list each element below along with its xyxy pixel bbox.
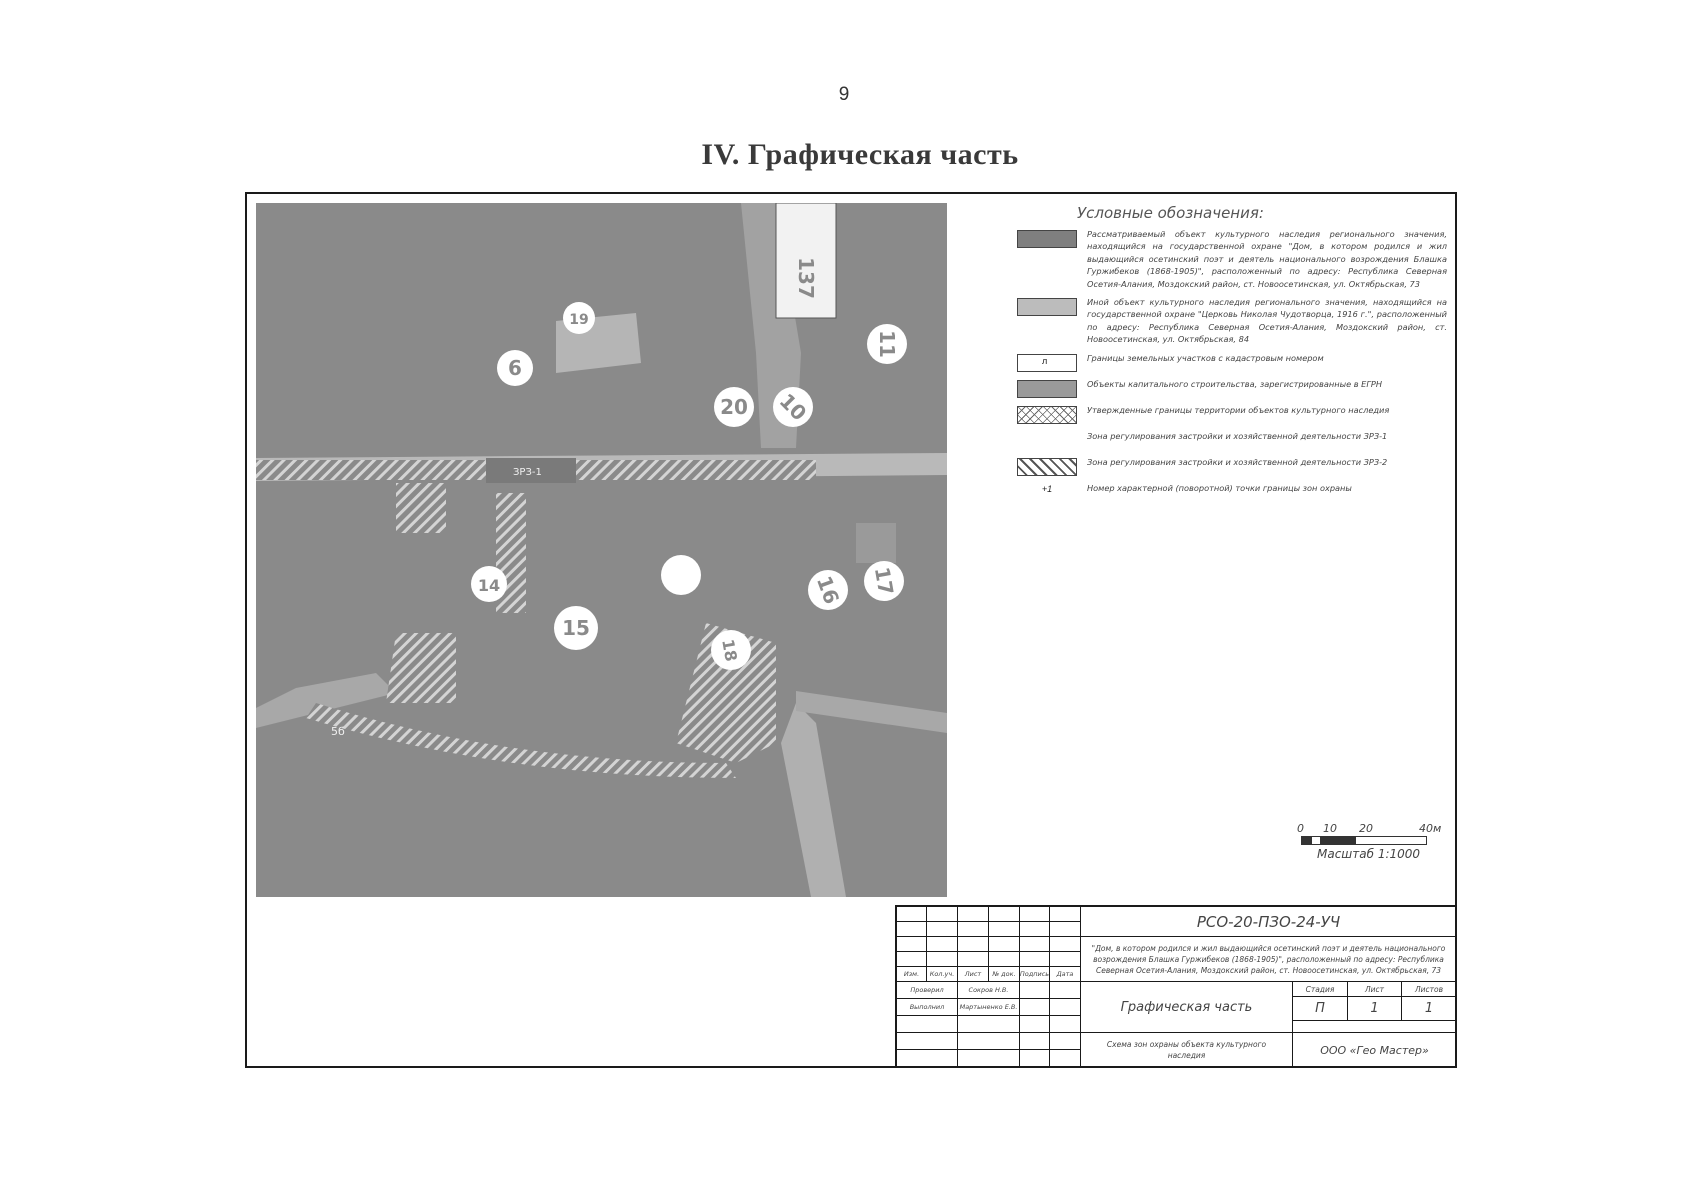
drawing-sheet: 137 11 6 19 20 10 16 17 14 15 18 5б ЗРЗ-… [245, 192, 1457, 1068]
legend-item: л Границы земельных участков с кадастров… [1017, 352, 1447, 372]
stage-header: Стадия [1293, 982, 1348, 997]
doc-code: РСО-20-ПЗО-24-УЧ [1081, 907, 1457, 937]
legend-swatch-buildings [1017, 379, 1077, 398]
stamp-col-header: Дата [1050, 967, 1081, 982]
zone-label: ЗРЗ-1 [513, 467, 542, 478]
legend-text: Объекты капитального строительства, заре… [1087, 378, 1382, 389]
legend-swatch-parcel: л [1017, 353, 1077, 372]
map-label-20: 20 [720, 395, 748, 419]
scale-tick: 40м [1419, 822, 1442, 835]
scale-tick: 0 [1297, 822, 1304, 835]
map-label-6: 6 [508, 356, 522, 380]
page-number: 9 [838, 84, 850, 105]
stamp-person: Мартыненко Е.В. [958, 999, 1020, 1016]
legend: Условные обозначения: Рассматриваемый об… [1017, 204, 1447, 508]
scale-label: Масштаб 1:1000 [1317, 847, 1421, 861]
stage-value: П [1293, 997, 1348, 1021]
title-block: Изм. Кол.уч. Лист № док. Подпись Дата Пр… [895, 905, 1457, 1068]
stamp-role: Проверил [897, 982, 958, 999]
legend-text: Зона регулирования застройки и хозяйстве… [1087, 430, 1388, 441]
legend-text: Номер характерной (поворотной) точки гра… [1087, 482, 1352, 493]
legend-item: Иной объект культурного наследия региона… [1017, 296, 1447, 346]
stamp-col-header: Подпись [1020, 967, 1050, 982]
main-object [486, 458, 576, 483]
map-label-19: 19 [569, 312, 588, 328]
map-label-137: 137 [794, 257, 818, 299]
legend-text: Зона регулирования застройки и хозяйстве… [1087, 456, 1388, 467]
company-name: ООО «Гео Мастер» [1293, 1033, 1457, 1068]
sheets-header: Листов [1402, 982, 1457, 997]
map-label-18: 18 [718, 638, 741, 663]
legend-swatch-main-object [1017, 230, 1077, 248]
map-label-14: 14 [478, 576, 500, 595]
sheet-header: Лист [1348, 982, 1402, 997]
sheet-title: Графическая часть [1081, 982, 1293, 1033]
stamp-col-header: № док. [989, 967, 1020, 982]
legend-text: Иной объект культурного наследия региона… [1087, 297, 1447, 345]
stamp-col-header: Лист [958, 967, 989, 982]
legend-swatch-zrz1 [1017, 432, 1077, 450]
stamp-person: Сокров Н.В. [958, 982, 1020, 999]
legend-item: Объекты капитального строительства, заре… [1017, 378, 1447, 398]
scale-ticks: 0 10 20 40м [1297, 822, 1447, 836]
legend-swatch-point: +1 [1041, 483, 1053, 494]
stamp-col-header: Изм. [897, 967, 927, 982]
drawing-name: Схема зон охраны объекта культурного нас… [1081, 1033, 1293, 1068]
legend-item: Рассматриваемый объект культурного насле… [1017, 228, 1447, 290]
scale-tick: 20 [1359, 822, 1373, 835]
legend-item: Утвержденные границы территории объектов… [1017, 404, 1447, 424]
legend-swatch-zrz2 [1017, 457, 1077, 476]
stamp-col-header: Кол.уч. [927, 967, 958, 982]
map-label-11: 11 [875, 330, 899, 358]
map-graphic: 137 11 6 19 20 10 16 17 14 15 18 5б ЗРЗ-… [256, 203, 947, 897]
swatch-symbol: л [1042, 355, 1048, 366]
legend-text: Границы земельных участков с кадастровым… [1087, 352, 1324, 363]
legend-swatch-heritage-boundary [1017, 405, 1077, 424]
legend-title: Условные обозначения: [1077, 204, 1264, 222]
section-title: IV. Графическая часть [701, 138, 1019, 171]
legend-item: Зона регулирования застройки и хозяйстве… [1017, 456, 1447, 476]
map-label-5b: 5б [331, 725, 345, 738]
legend-item: Зона регулирования застройки и хозяйстве… [1017, 430, 1447, 450]
sheet-value: 1 [1348, 997, 1402, 1021]
signature-cell [1020, 999, 1050, 1016]
map-label-15: 15 [562, 616, 590, 640]
object-name: "Дом, в котором родился и жил выдающийся… [1081, 937, 1457, 982]
legend-item: +1 Номер характерной (поворотной) точки … [1017, 482, 1447, 502]
legend-swatch-other-object [1017, 298, 1077, 317]
scale-bar: 0 10 20 40м Масштаб 1:1000 [1297, 822, 1447, 861]
zone-map: 137 11 6 19 20 10 16 17 14 15 18 5б ЗРЗ-… [256, 203, 947, 897]
map-label-17: 17 [870, 565, 898, 597]
scale-tick: 10 [1323, 822, 1337, 835]
scale-graphic [1301, 836, 1441, 845]
legend-text: Рассматриваемый объект культурного насле… [1087, 229, 1447, 289]
sheets-value: 1 [1402, 997, 1457, 1021]
stamp-role: Выполнил [897, 999, 958, 1016]
signature-cell [1020, 982, 1050, 999]
building-137 [775, 203, 837, 319]
legend-text: Утвержденные границы территории объектов… [1087, 404, 1390, 415]
